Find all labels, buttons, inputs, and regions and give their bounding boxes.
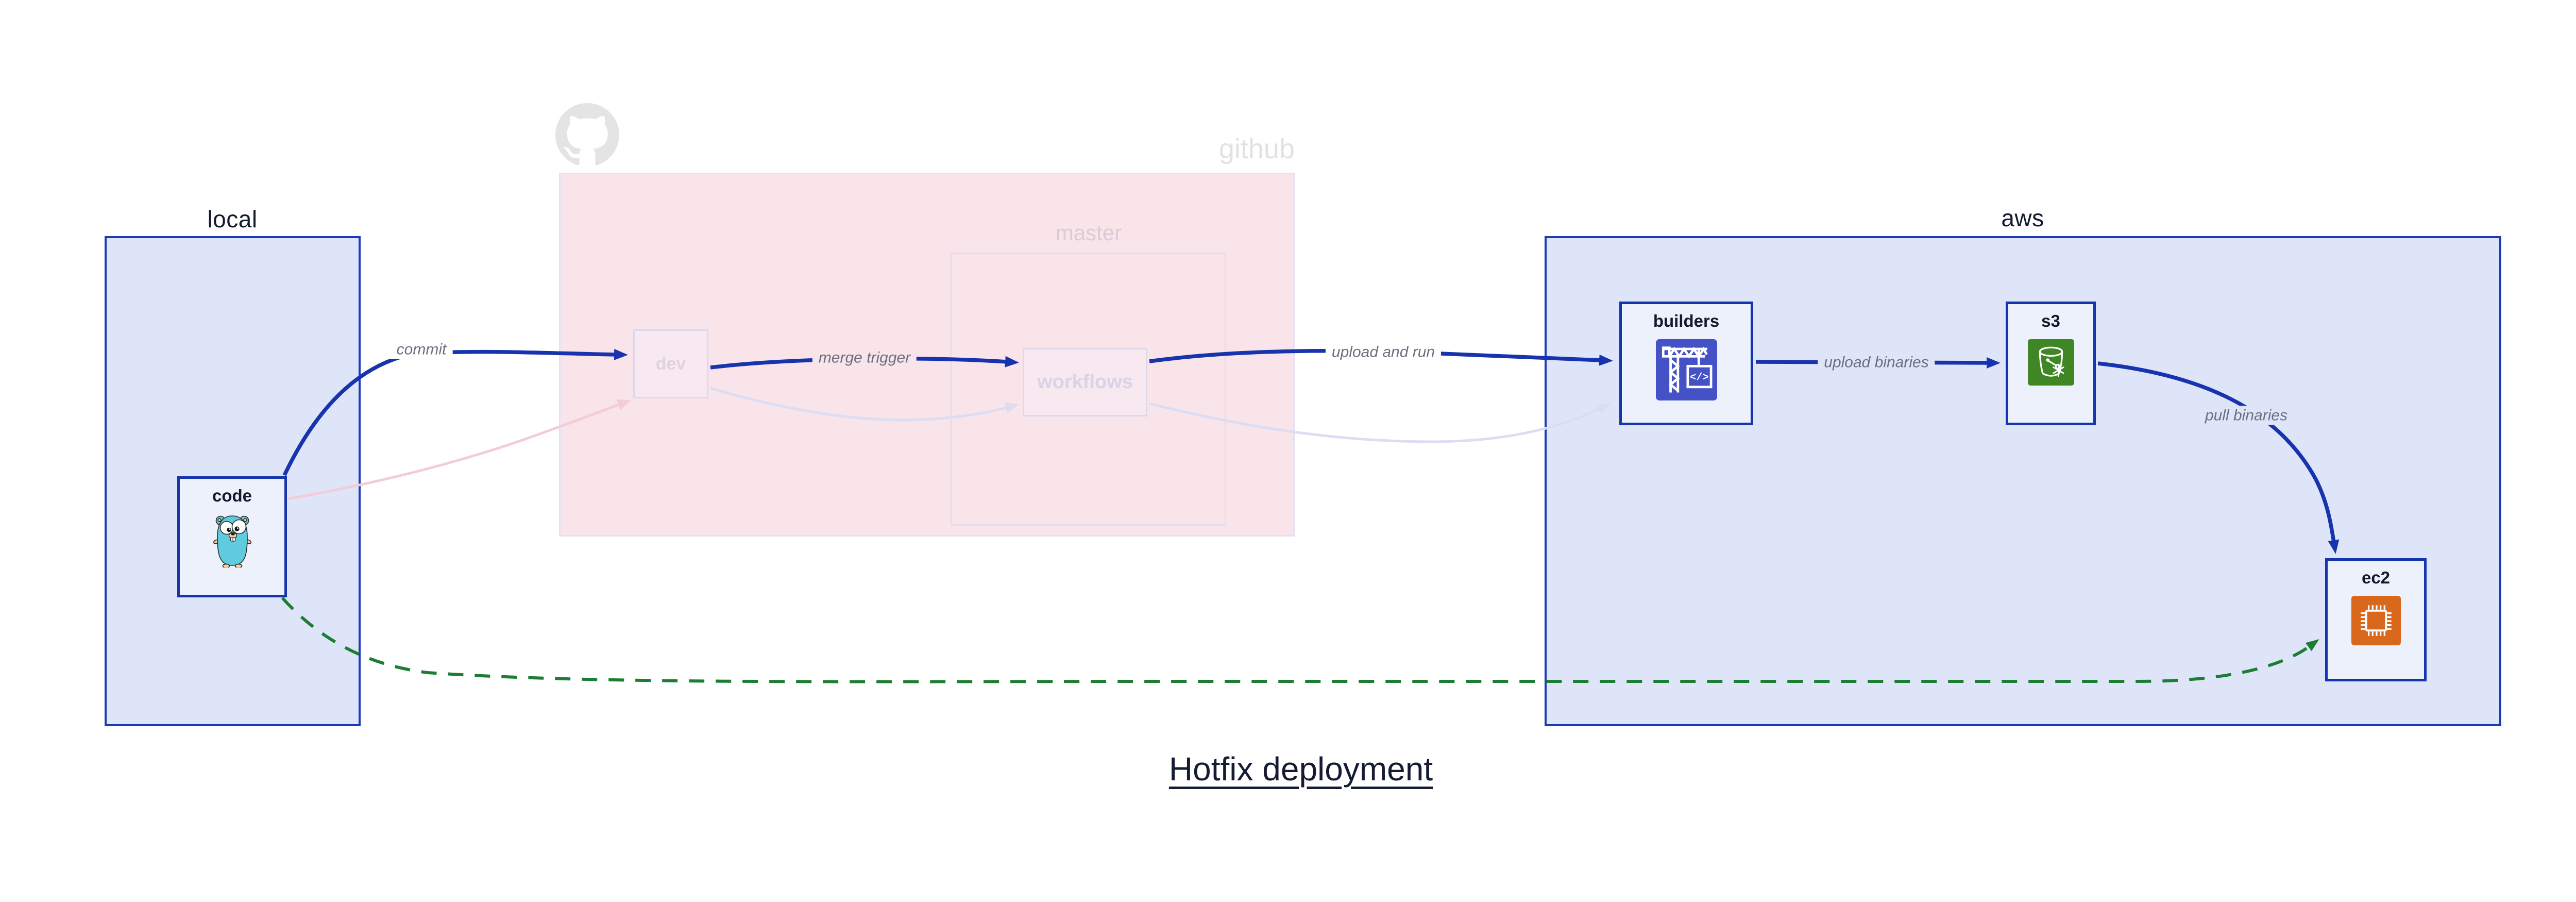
cluster-github-label: github [1218, 133, 1295, 164]
node-s3: s3 [2006, 302, 2096, 425]
node-dev-label: dev [655, 354, 686, 374]
edge-dev-workflows-faded [710, 387, 1020, 422]
edge-merge-trigger-label: merge trigger [812, 348, 917, 368]
node-code: code [177, 476, 287, 597]
node-ec2: ec2 [2325, 558, 2427, 681]
codebuild-glyph: </> [1690, 372, 1708, 384]
diagram-title: Hotfix deployment [1168, 750, 1433, 788]
node-workflows: workflows [1023, 348, 1147, 416]
cluster-master [951, 253, 1226, 526]
edge-upload-and-run-label: upload and run [1325, 342, 1442, 362]
edge-code-dev-faded [287, 399, 632, 500]
edge-commit-label: commit [390, 340, 453, 359]
node-builders-label: builders [1653, 311, 1720, 330]
node-workflows-label: workflows [1037, 371, 1133, 393]
cluster-aws-label: aws [2001, 205, 2044, 231]
edge-pull-binaries-label: pull binaries [2198, 406, 2294, 425]
edge-commit-line [282, 348, 628, 476]
node-s3-label: s3 [2041, 311, 2060, 330]
cluster-local-label: local [207, 206, 258, 232]
edge-pull-binaries-line [2097, 361, 2340, 554]
edge-workflows-builders-faded [1149, 402, 1611, 443]
edge-hotfix-direct-line [281, 596, 2319, 683]
node-ec2-label: ec2 [2361, 568, 2391, 587]
cluster-master-label: master [1055, 221, 1122, 245]
github-octocat-icon [555, 103, 619, 167]
go-gopher-icon [213, 514, 251, 570]
node-builders: builders </> [1619, 302, 1753, 425]
codebuild-icon: </> [1655, 339, 1717, 403]
s3-bucket-icon [2027, 339, 2074, 388]
node-code-label: code [212, 486, 252, 505]
node-dev: dev [633, 329, 708, 398]
snowflake-glyph [2052, 363, 2064, 377]
ec2-chip-icon [2351, 596, 2401, 648]
edge-upload-binaries-label: upload binaries [1818, 353, 1935, 372]
